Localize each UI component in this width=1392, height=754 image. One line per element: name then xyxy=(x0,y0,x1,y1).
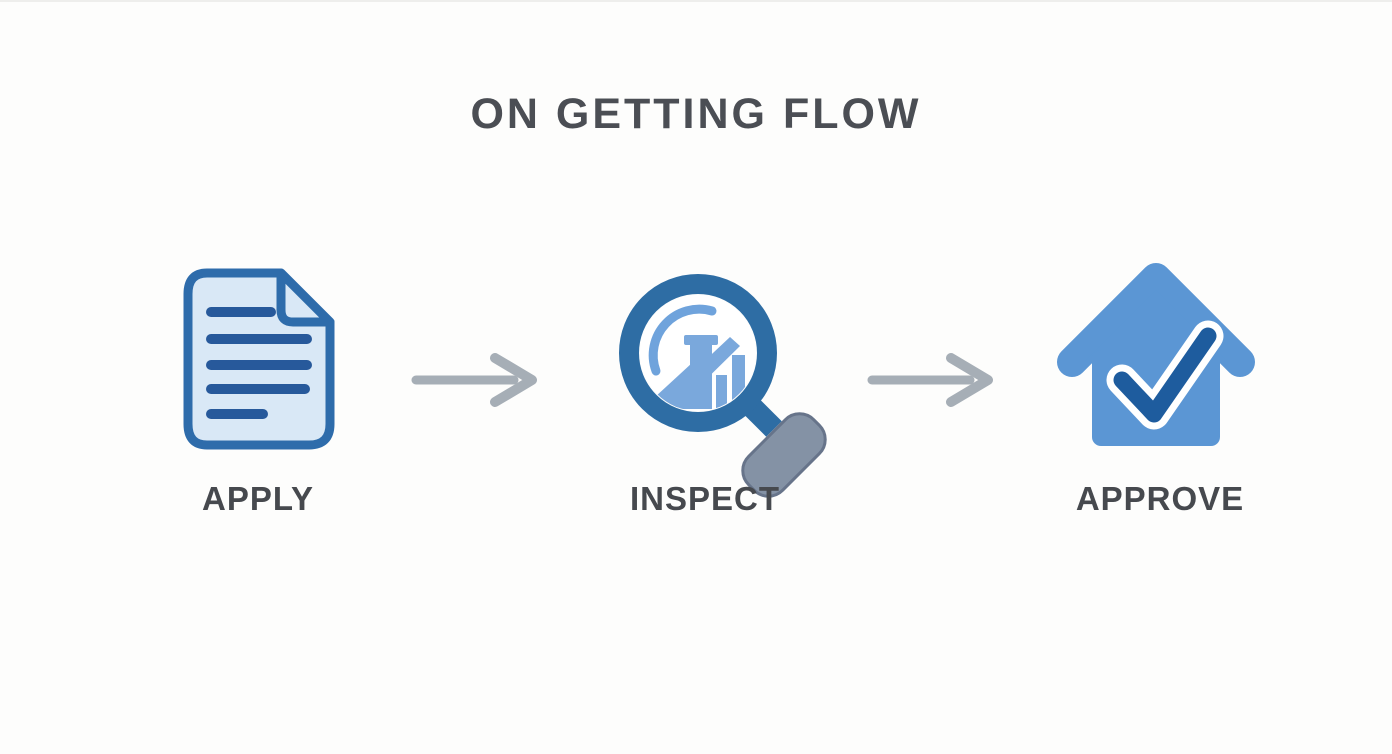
step-label-apply: APPLY xyxy=(202,480,314,517)
step-label-inspect: INSPECT xyxy=(629,480,781,517)
document-icon xyxy=(183,268,335,450)
magnifier-handle xyxy=(741,412,827,498)
magnifier-chart-icon xyxy=(619,274,827,498)
step-label-approve: APPROVE xyxy=(1075,480,1245,517)
arrow-right-icon xyxy=(411,353,537,407)
checkmark-glyph xyxy=(1106,320,1224,430)
page-title: ON GETTING FLOW xyxy=(470,90,922,138)
arrow-right-icon xyxy=(867,353,993,407)
house-check-icon xyxy=(1057,263,1255,446)
